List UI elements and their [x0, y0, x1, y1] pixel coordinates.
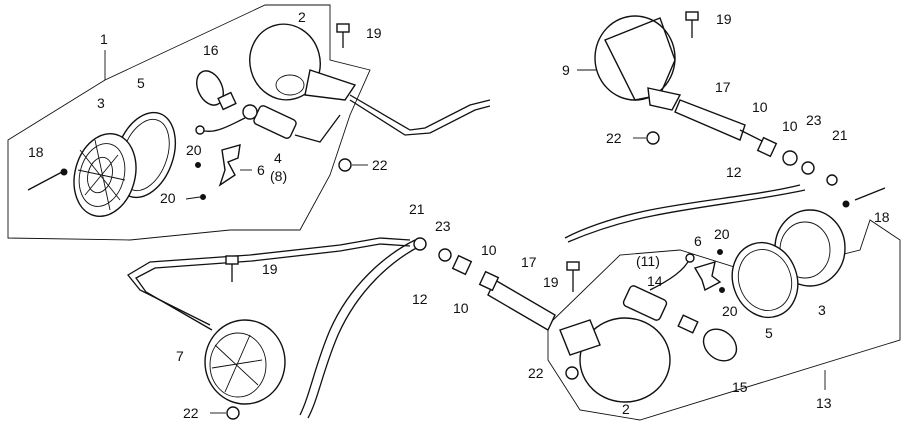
- callout-22-b: 22: [606, 130, 622, 146]
- lens-3: [73, 132, 137, 218]
- socket-14: [622, 253, 695, 321]
- wire-12-top: [564, 184, 806, 243]
- group-1-boundary: [7, 4, 371, 241]
- stem-17-top: [674, 99, 746, 141]
- callout-23-bottom: 23: [435, 218, 451, 234]
- callout-10-a: 10: [752, 99, 768, 115]
- housing-2-front: [249, 23, 357, 101]
- callout-19-d: 19: [543, 274, 559, 290]
- callout-2-bottom: 2: [622, 401, 630, 417]
- callout-19-c: 19: [262, 261, 278, 277]
- collar-10-top-a: [756, 136, 778, 158]
- callout-15: 15: [732, 379, 748, 395]
- callout-20-b: 20: [160, 190, 176, 206]
- screw-18-right: [854, 187, 886, 201]
- callout-10-d: 10: [453, 300, 469, 316]
- front-left-assembly: [7, 4, 491, 241]
- callout-6-right: 6: [694, 233, 702, 249]
- callout-10-b: 10: [782, 118, 798, 134]
- housing-7: [204, 319, 286, 405]
- callout-3-left: 3: [97, 95, 105, 111]
- callout-22-c: 22: [183, 405, 199, 421]
- callout-4: 4: [274, 150, 282, 166]
- callout-12-top: 12: [726, 164, 742, 180]
- bulb-16: [196, 70, 237, 111]
- callout-5-left: 5: [137, 75, 145, 91]
- nut-22-a: [338, 158, 352, 172]
- callout-20-c: 20: [714, 226, 730, 242]
- callout-11: (11): [636, 253, 660, 269]
- callout-12-bottom: 12: [412, 291, 428, 307]
- callout-10-c: 10: [481, 242, 497, 258]
- collar-10-top-b: [782, 150, 798, 166]
- callout-21-top: 21: [832, 127, 848, 143]
- callout-8: (8): [270, 168, 287, 184]
- callout-22-d: 22: [528, 365, 544, 381]
- callout-19-a: 19: [366, 25, 382, 41]
- callout-6-left: 6: [257, 162, 265, 178]
- collar-10-bottom-a: [451, 254, 473, 276]
- housing-9: [594, 15, 682, 111]
- callout-18-right: 18: [874, 209, 890, 225]
- callout-18-left: 18: [28, 144, 44, 160]
- callout-17-bottom: 17: [521, 254, 537, 270]
- nut-22-b: [646, 131, 660, 145]
- callout-7: 7: [176, 348, 184, 364]
- callout-5-right: 5: [765, 325, 773, 341]
- callout-2-top: 2: [298, 9, 306, 25]
- callout-17-top: 17: [715, 79, 731, 95]
- callout-20-d: 20: [722, 303, 738, 319]
- collar-10-bottom-b: [478, 270, 500, 292]
- screw-18-left: [27, 171, 63, 191]
- callout-16: 16: [203, 42, 219, 58]
- callout-9: 9: [562, 62, 570, 78]
- bulb-15: [677, 314, 738, 362]
- group-13-boundary: [547, 219, 901, 421]
- nut-22-c: [226, 406, 240, 420]
- rear-right-top-assembly: [564, 11, 886, 243]
- callout-labels: 1 2 19 16 5 3 18 20 6 4 (8) 22 20 9 19 1…: [28, 9, 890, 421]
- callout-19-b: 19: [716, 11, 732, 27]
- callout-23-top: 23: [806, 112, 822, 128]
- housing-2-rear: [559, 317, 671, 403]
- callout-20-a: 20: [186, 142, 202, 158]
- nut-21-bottom: [413, 237, 427, 251]
- callout-21-bottom: 21: [409, 201, 425, 217]
- bracket-6-right: [693, 260, 722, 292]
- rear-left-assembly: [127, 237, 556, 420]
- callout-1: 1: [100, 31, 108, 47]
- nut-22-d: [565, 366, 579, 380]
- washer-23-top: [801, 161, 815, 175]
- bracket-6-left: [218, 144, 241, 187]
- lens-ring-5-right: [731, 241, 799, 319]
- washer-23-bottom: [438, 248, 452, 262]
- callout-14: 14: [647, 273, 663, 289]
- callout-22-a: 22: [372, 157, 388, 173]
- rear-right-bottom-assembly: [547, 209, 901, 421]
- wire-12-middle: [299, 239, 423, 419]
- front-left-wiring: [349, 94, 491, 136]
- nut-21-top: [826, 174, 838, 186]
- callout-13: 13: [816, 395, 832, 411]
- callout-3-right: 3: [818, 302, 826, 318]
- socket-4: [195, 104, 297, 139]
